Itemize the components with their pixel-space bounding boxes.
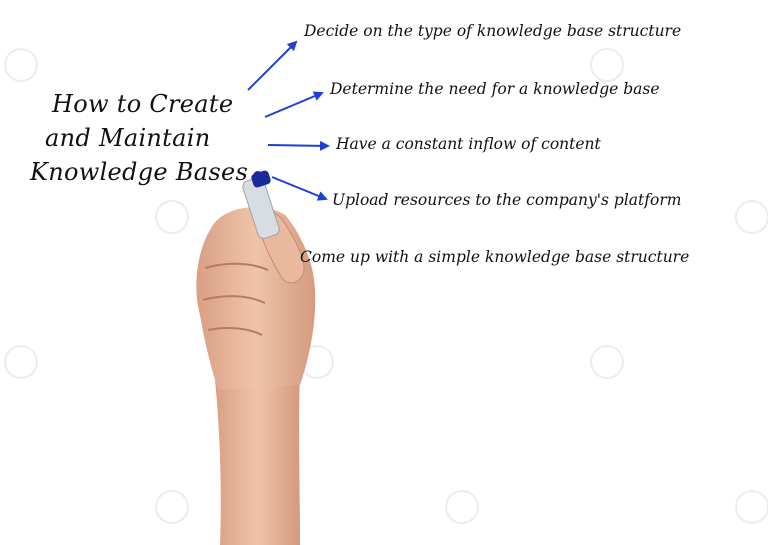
watermark-icon (155, 200, 189, 234)
finger-crease (207, 326, 263, 336)
watermark-icon (4, 345, 38, 379)
hand-illustration (196, 170, 316, 545)
finger-crease (204, 262, 269, 271)
diagram-title-line-2: and Maintain (45, 124, 211, 152)
diagram-item-4: Upload resources to the company's platfo… (332, 191, 682, 209)
diagram-item-3: Have a constant inflow of content (336, 135, 601, 153)
arrow-4 (271, 176, 328, 201)
watermark-icon (4, 48, 38, 82)
arrow-2 (264, 91, 324, 118)
watermark-icon (590, 345, 624, 379)
forearm-shape (215, 370, 300, 545)
watermark-icon (155, 490, 189, 524)
diagram-title-line-3: Knowledge Bases (30, 158, 249, 186)
arrow-3 (267, 140, 330, 151)
watermark-icon (590, 48, 624, 82)
arrow-1 (247, 40, 298, 91)
marker-pen (242, 170, 280, 239)
diagram-item-1: Decide on the type of knowledge base str… (304, 22, 682, 40)
diagram-item-2: Determine the need for a knowledge base (330, 80, 660, 98)
finger-crease (202, 295, 266, 304)
diagram-title-line-1: How to Create (52, 90, 234, 118)
diagram-item-5: Come up with a simple knowledge base str… (300, 248, 690, 266)
watermark-icon (445, 490, 479, 524)
